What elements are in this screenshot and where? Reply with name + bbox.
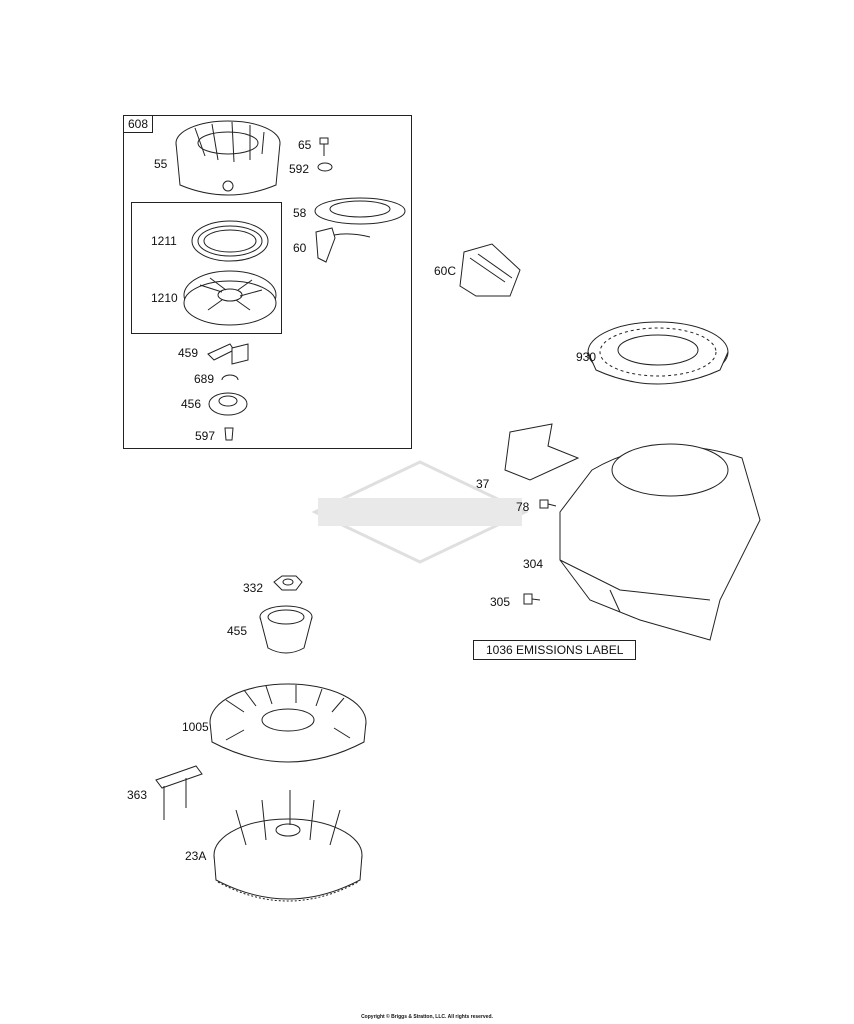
callout-37: 37	[476, 477, 490, 491]
bracket-part	[155, 765, 203, 820]
callout-1210: 1210	[151, 291, 178, 305]
copyright-notice: Copyright © Briggs & Stratton, LLC. All …	[361, 1014, 493, 1020]
callout-65: 65	[298, 138, 312, 152]
emissions-label: 1036 EMISSIONS LABEL	[473, 640, 637, 660]
callout-1005: 1005	[182, 720, 209, 734]
callout-305: 305	[490, 595, 511, 609]
flywheel-nut-part	[273, 575, 303, 591]
spring-part	[314, 197, 406, 225]
callout-592: 592	[289, 162, 310, 176]
callout-23a: 23A	[185, 849, 207, 863]
retainer-part	[221, 374, 239, 381]
callout-60: 60	[293, 241, 307, 255]
callout-58: 58	[293, 206, 307, 220]
screen-part	[587, 321, 729, 385]
callout-332: 332	[243, 581, 264, 595]
starter-cup-part	[259, 605, 313, 654]
callout-459: 459	[178, 346, 199, 360]
callout-456: 456	[181, 397, 202, 411]
bolt-305-part	[523, 593, 541, 605]
bolt-part	[319, 137, 329, 156]
watermark-logo	[311, 460, 529, 564]
handle-assembly-part	[459, 243, 521, 297]
recoil-housing-part	[175, 120, 281, 196]
callout-363: 363	[127, 788, 148, 802]
deflector-part	[504, 423, 580, 481]
fan-part	[209, 683, 367, 763]
callout-455: 455	[227, 624, 248, 638]
callout-930: 930	[576, 350, 597, 364]
callout-689: 689	[194, 372, 215, 386]
bolt-78-part	[539, 499, 557, 509]
pulley-part	[183, 270, 277, 326]
starter-handle-part	[315, 227, 371, 263]
callout-1211: 1211	[151, 234, 177, 248]
blower-housing-part	[559, 443, 761, 641]
nut-part	[317, 162, 333, 172]
sub-kit-frame	[131, 202, 282, 334]
rewind-spring-part	[191, 220, 269, 262]
screw-part	[224, 427, 234, 441]
ratchet-part	[208, 392, 248, 416]
callout-55: 55	[154, 157, 168, 171]
callout-78: 78	[516, 500, 530, 514]
callout-60c: 60C	[434, 264, 457, 278]
callout-597: 597	[195, 429, 216, 443]
flywheel-part	[213, 790, 363, 902]
callout-304: 304	[523, 557, 544, 571]
pawl-part	[207, 343, 249, 365]
kit-608-label: 608	[123, 115, 154, 133]
kit-608-frame	[123, 115, 412, 449]
